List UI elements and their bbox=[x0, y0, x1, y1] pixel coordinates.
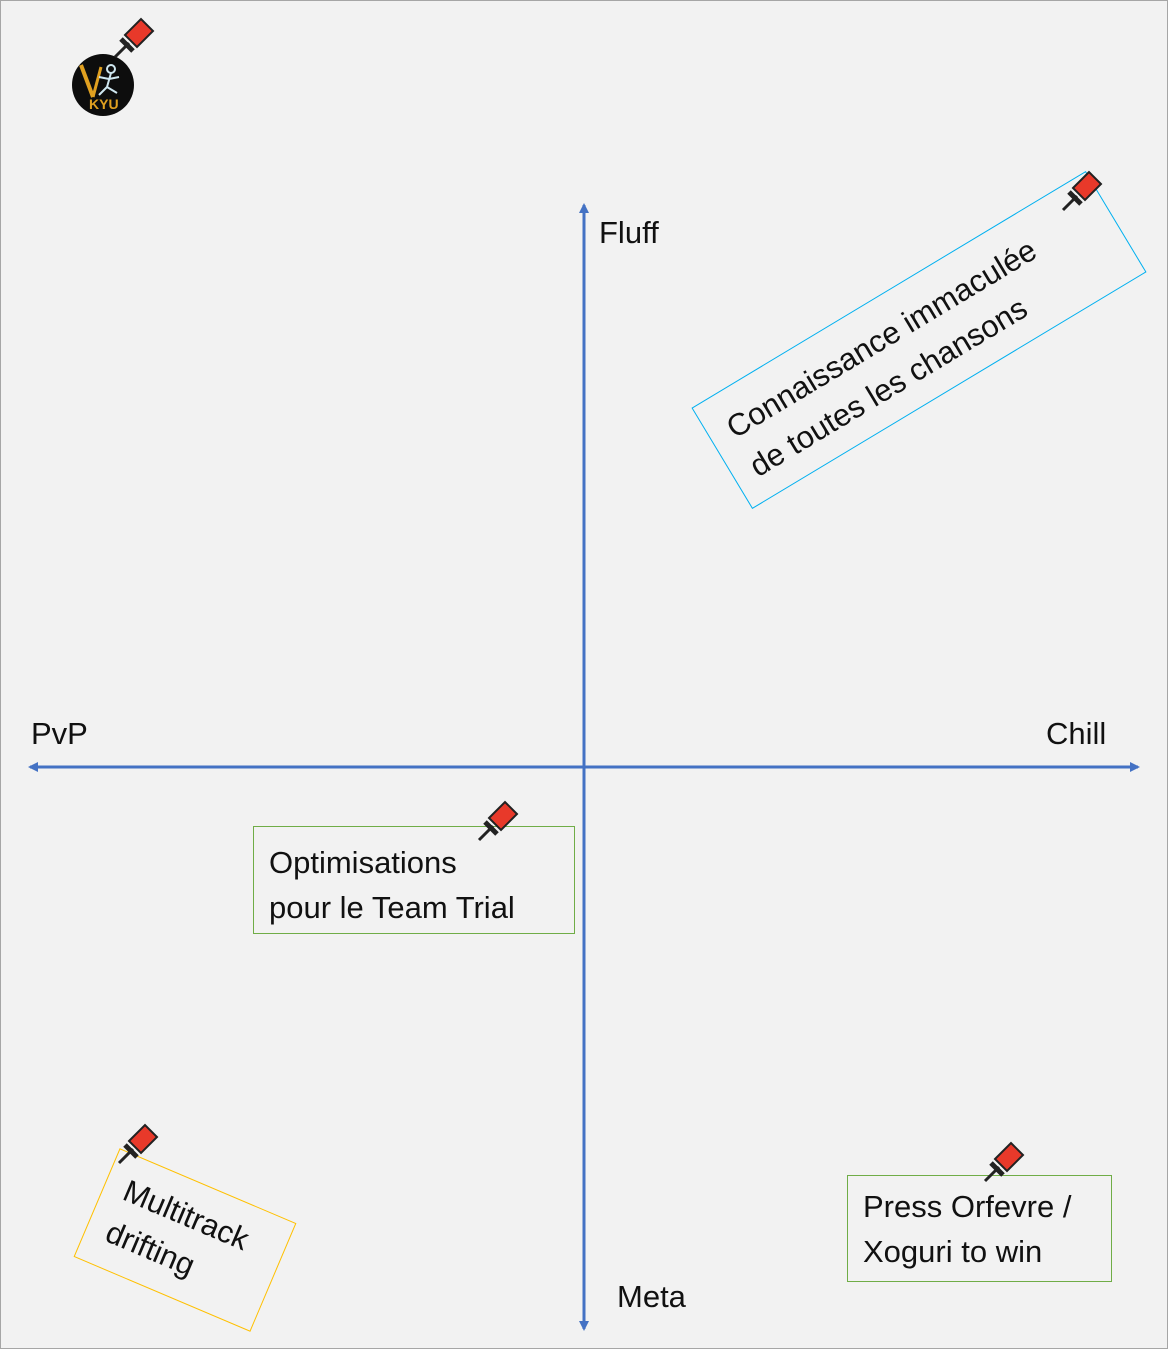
logo-text: KYU bbox=[89, 96, 119, 112]
axis-label-top: Fluff bbox=[599, 215, 659, 250]
axis-label-bottom: Meta bbox=[617, 1279, 686, 1314]
note-press-orfevre: Press Orfevre / Xoguri to win bbox=[847, 1175, 1112, 1282]
pushpin-icon bbox=[983, 1141, 1025, 1183]
axis-label-right: Chill bbox=[1046, 716, 1107, 751]
axis-label-left: PvP bbox=[31, 716, 88, 751]
pushpin-icon bbox=[1061, 170, 1103, 212]
pushpin-icon bbox=[477, 800, 519, 842]
note-team-trial: Optimisations pour le Team Trial bbox=[253, 826, 575, 934]
pushpin-icon bbox=[117, 1123, 159, 1165]
pushpin-icon bbox=[113, 17, 155, 59]
kyu-logo: KYU bbox=[72, 54, 134, 116]
